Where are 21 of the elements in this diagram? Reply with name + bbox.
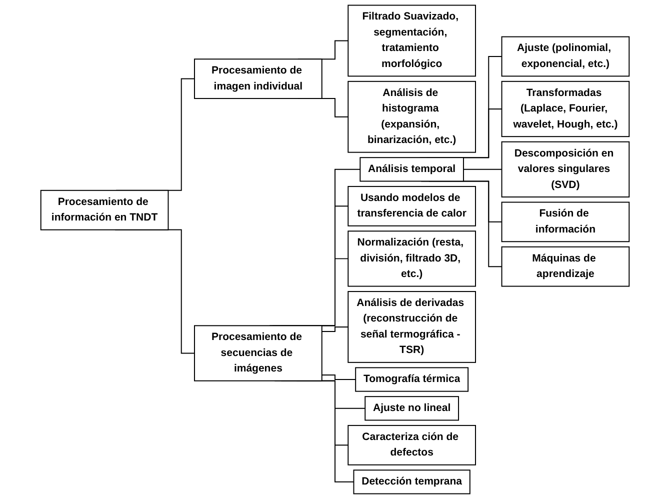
node-box: Análisis de histograma (expansión, binarización, etc.) bbox=[348, 80, 476, 153]
node-box: Caracteriza ción de defectos bbox=[348, 424, 476, 466]
node-box: Análisis temporal bbox=[360, 157, 464, 182]
connector bbox=[321, 326, 349, 332]
node-box: Procesamiento de secuencias de imágenes bbox=[194, 325, 322, 382]
node-box: Transformadas (Laplace, Fourier, wavelet, Hough, etc.) bbox=[501, 80, 630, 138]
connector bbox=[321, 374, 356, 380]
node-box: Ajuste no lineal bbox=[364, 396, 460, 421]
node-box: Filtrado Suavizado, segmentación, tratamiento morfológico bbox=[348, 4, 476, 77]
node-box: Descomposición en valores singulares (SVD) bbox=[501, 141, 630, 198]
node-box: Normalización (resta, división, filtrado 3D, etc.) bbox=[348, 230, 476, 287]
node-box: Análisis de derivadas (reconstrucción de señal termográfica - TSR) bbox=[348, 291, 476, 363]
node-box: Ajuste (polinomial, exponencial, etc.) bbox=[501, 36, 630, 77]
connector bbox=[463, 168, 502, 170]
node-box: Tomografía térmica bbox=[355, 367, 469, 392]
node-box: Procesamiento de información en TNDT bbox=[40, 190, 169, 230]
node-box: Procesamiento de imagen individual bbox=[194, 58, 322, 99]
node-box: Fusión de información bbox=[501, 202, 630, 242]
node-box: Máquinas de aprendizaje bbox=[501, 246, 630, 287]
node-box: Detección temprana bbox=[353, 470, 470, 494]
node-box: Usando modelos de transferencia de calor bbox=[348, 186, 476, 226]
